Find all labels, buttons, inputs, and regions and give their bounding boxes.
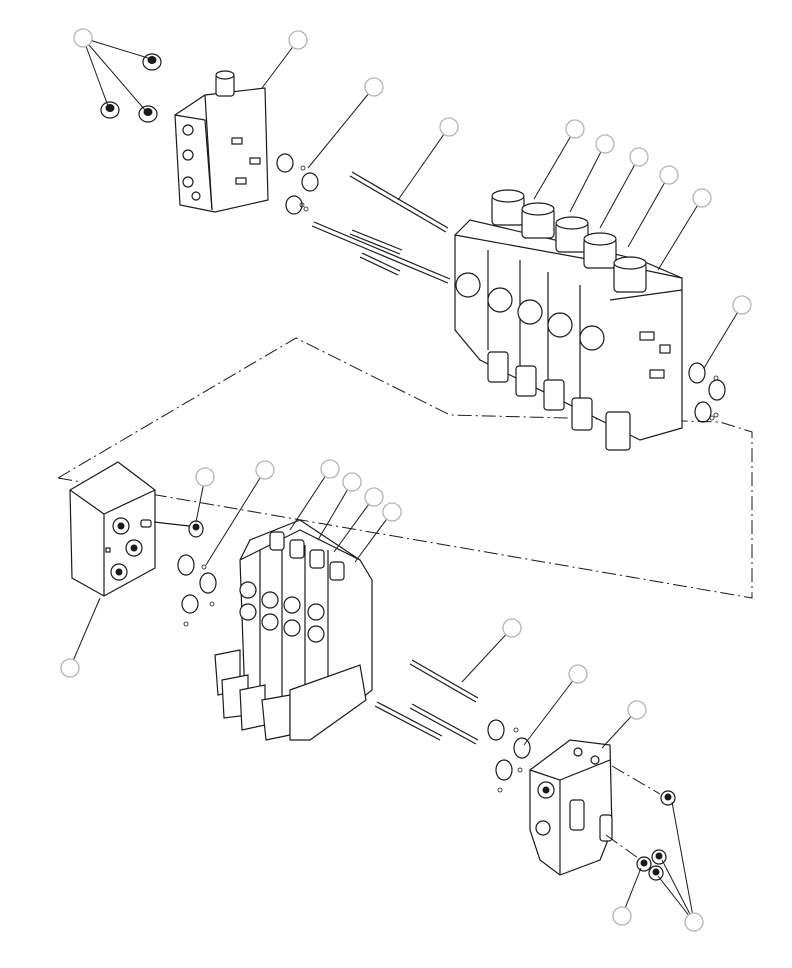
callout-circle xyxy=(60,658,80,678)
callout-circle xyxy=(627,700,647,720)
callout-circle xyxy=(342,472,362,492)
callout-circle xyxy=(320,459,340,479)
assembly-centerline xyxy=(57,337,753,599)
stack-top-fittings xyxy=(491,189,647,293)
callout-circle xyxy=(692,188,712,208)
inlet-end-section xyxy=(174,70,269,213)
valve-stack-middle xyxy=(214,519,373,741)
stack-middle-actuators xyxy=(214,649,367,741)
tie-rods-top xyxy=(311,171,451,284)
plug-fitting xyxy=(153,520,204,538)
callout-circle xyxy=(382,502,402,522)
cover-plate xyxy=(69,461,156,597)
callout-circle xyxy=(595,134,615,154)
seal-set-top-left xyxy=(276,153,319,215)
callout-circle xyxy=(255,460,275,480)
callout-circle xyxy=(73,28,93,48)
callout-circles xyxy=(60,28,752,932)
tie-rods-middle xyxy=(374,659,479,745)
seal-set-top-right xyxy=(688,362,726,423)
seal-set-bottom-right xyxy=(487,719,531,793)
callout-circle xyxy=(568,664,588,684)
callout-circle xyxy=(565,119,585,139)
callout-circle xyxy=(195,467,215,487)
seal-set-mid-left xyxy=(177,554,217,627)
nut-top-3 xyxy=(138,105,158,123)
callout-circle xyxy=(732,295,752,315)
callout-circle xyxy=(288,30,308,50)
callout-circle xyxy=(629,147,649,167)
valve-stack-top xyxy=(454,189,683,451)
nut-top-2 xyxy=(100,101,120,119)
nuts-bottom-right xyxy=(605,765,676,881)
stack-middle-fittings xyxy=(269,531,345,581)
callout-circle xyxy=(364,77,384,97)
callout-circle xyxy=(659,165,679,185)
callout-circle xyxy=(502,618,522,638)
leader-lines xyxy=(69,37,743,923)
callout-circle xyxy=(612,906,632,926)
callout-circle xyxy=(439,117,459,137)
callout-circle xyxy=(684,912,704,932)
callout-circle xyxy=(364,487,384,507)
stack-top-actuators xyxy=(487,351,631,451)
outlet-end-section xyxy=(529,739,613,876)
nut-top-1 xyxy=(142,53,162,71)
